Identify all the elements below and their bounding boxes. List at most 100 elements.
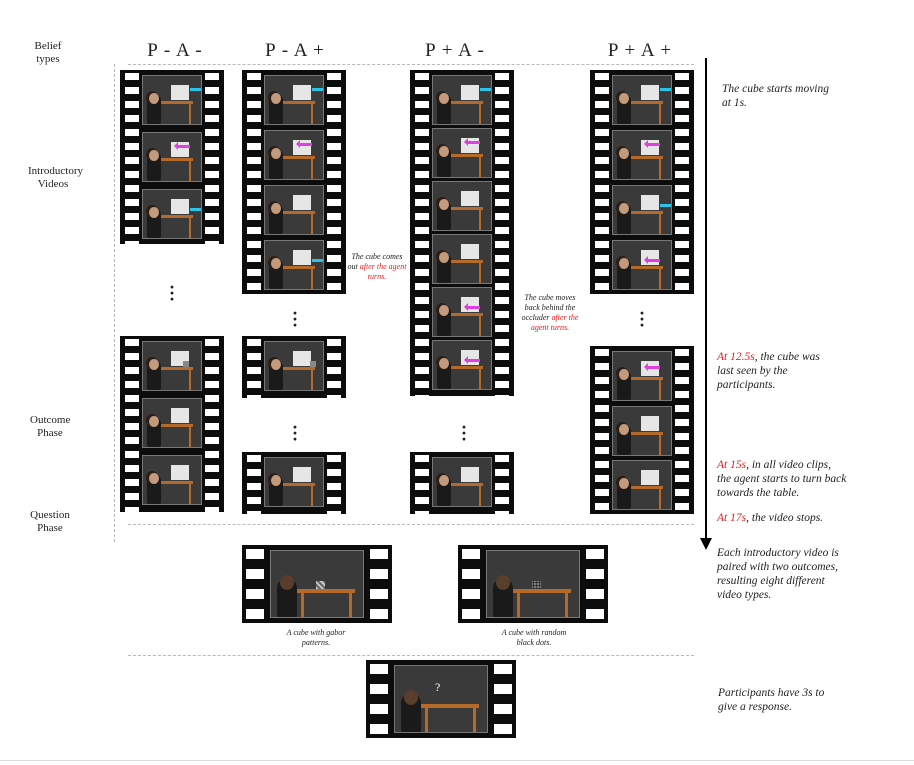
table-leg <box>659 214 661 235</box>
sprocket-holes <box>370 660 388 738</box>
video-frame <box>142 455 202 505</box>
column-header-p-minus-a-minus: P - A - <box>125 40 225 62</box>
occluder <box>171 199 189 214</box>
video-frame <box>142 398 202 448</box>
agent <box>437 147 451 177</box>
table-leg <box>311 370 313 391</box>
sprocket-holes <box>495 70 509 396</box>
note-video-stops: At 17s, the video stops. <box>717 511 857 525</box>
agent <box>437 94 451 124</box>
table-leg <box>311 269 313 290</box>
sprocket-holes <box>125 336 139 512</box>
bottom-border <box>0 760 914 761</box>
agent <box>493 579 513 617</box>
table-leg <box>473 708 476 732</box>
caption-gabor: A cube with gabor patterns. <box>280 628 352 648</box>
video-frame <box>432 181 492 231</box>
table-leg <box>659 489 661 510</box>
arrow-right-icon <box>660 204 672 207</box>
sprocket-holes <box>327 336 341 398</box>
sprocket-holes <box>205 336 219 512</box>
occluder <box>293 250 311 265</box>
table-leg <box>479 369 481 390</box>
sprocket-holes <box>247 336 261 398</box>
agent <box>269 259 283 289</box>
occluder <box>171 85 189 100</box>
table-leg <box>311 159 313 180</box>
annotation-col3: The cube moves back behind the occluder … <box>516 293 584 333</box>
sprocket-holes <box>327 70 341 294</box>
agent <box>617 370 631 400</box>
arrow-left-icon <box>648 366 660 369</box>
agent <box>437 253 451 283</box>
table-leg <box>659 159 661 180</box>
column-header-p-plus-a-plus: P + A + <box>590 40 690 62</box>
occluder <box>641 195 659 210</box>
row-label-belief-types: Belief types <box>28 40 68 66</box>
ellipsis-dots: ··· <box>639 310 645 328</box>
table-leg <box>189 104 191 125</box>
film-strip-col4-intro <box>590 70 694 294</box>
table-leg <box>349 593 352 617</box>
arrow-right-icon <box>480 88 492 91</box>
gabor-cube <box>316 581 325 589</box>
video-frame <box>142 341 202 391</box>
sprocket-holes <box>586 545 604 623</box>
agent <box>147 151 161 181</box>
film-strip-col1-outcome <box>120 336 224 512</box>
table-leg <box>479 486 481 507</box>
cube <box>310 361 316 367</box>
agent <box>437 359 451 389</box>
sprocket-holes <box>494 660 512 738</box>
video-frame <box>264 75 324 125</box>
agent <box>269 360 283 390</box>
timeline-arrow <box>705 58 707 543</box>
table-leg <box>189 370 191 391</box>
video-frame <box>264 130 324 180</box>
occluder <box>641 416 659 431</box>
film-strip-gabor-outcome <box>242 545 392 623</box>
agent <box>277 579 297 617</box>
video-frame <box>486 550 580 618</box>
table-leg <box>479 210 481 231</box>
occluder <box>461 244 479 259</box>
film-strip-col2-outcome <box>242 336 346 398</box>
sprocket-holes <box>595 70 609 294</box>
occluder <box>461 467 479 482</box>
occluder <box>171 408 189 423</box>
dashed-line-question <box>128 524 694 525</box>
video-frame <box>264 240 324 290</box>
agent <box>147 94 161 124</box>
table-leg <box>517 593 520 617</box>
note-agent-turns: At 15s, in all video clips, the agent st… <box>717 458 847 500</box>
table-leg <box>479 263 481 284</box>
dashed-line-bottom <box>128 655 694 656</box>
agent <box>617 204 631 234</box>
video-frame <box>432 457 492 507</box>
arrow-right-icon <box>190 88 202 91</box>
row-label-introductory: Introductory Videos <box>28 165 78 191</box>
sprocket-holes <box>675 346 689 514</box>
caption-dots: A cube with random black dots. <box>496 628 572 648</box>
video-frame <box>612 75 672 125</box>
sprocket-holes <box>462 545 480 623</box>
sprocket-holes <box>370 545 388 623</box>
arrow-right-icon <box>312 88 324 91</box>
video-frame <box>612 460 672 510</box>
agent <box>147 474 161 504</box>
column-header-p-plus-a-minus: P + A - <box>405 40 505 62</box>
arrow-left-icon <box>648 259 660 262</box>
video-frame <box>432 75 492 125</box>
occluder <box>461 191 479 206</box>
video-frame <box>612 351 672 401</box>
table-leg <box>425 708 428 732</box>
table-leg <box>301 593 304 617</box>
ellipsis-dots: ··· <box>292 310 298 328</box>
film-strip-col1-intro <box>120 70 224 244</box>
video-frame: ? <box>394 665 488 733</box>
occluder <box>293 351 311 366</box>
sprocket-holes <box>327 452 341 514</box>
agent <box>617 94 631 124</box>
occluder <box>293 467 311 482</box>
dashed-line-left <box>114 64 115 542</box>
